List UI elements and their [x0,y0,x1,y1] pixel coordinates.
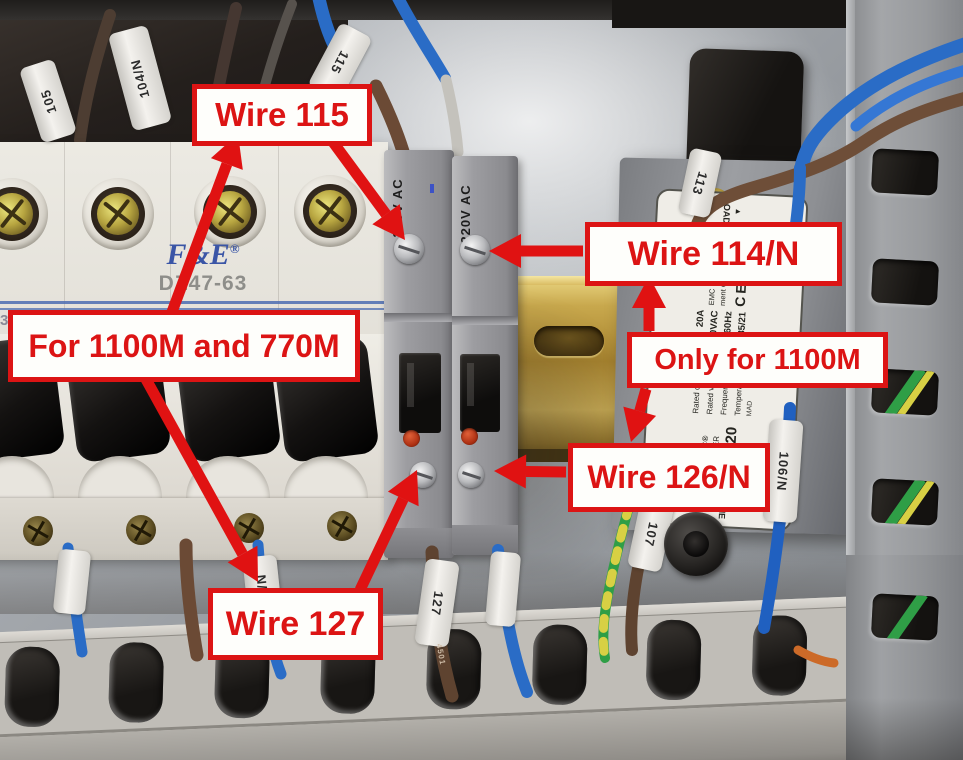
relay-top-screw [460,235,490,265]
earth-wire-green [886,593,928,641]
terminal-screw-icon [97,193,139,235]
vent-slot-icon [870,478,940,526]
duct-finger-slot [645,619,702,701]
breaker-terminal-screw [82,178,154,250]
annotation-wire-127: Wire 127 [208,588,383,660]
toggle-pivot [0,456,54,498]
breaker-terminal-screw [0,178,48,250]
breaker-stripe [0,301,388,304]
load-arrow-icon: ▲ [733,207,743,216]
breaker-bottom-screw [126,515,156,545]
breaker-model: DZ47-63 [158,272,248,295]
breaker-pole-number: 3 [0,312,9,329]
toggle-pivot [284,456,368,498]
wire-marker-blank [52,548,92,616]
wire-marker-blank [484,550,522,628]
relay-bottom-screw [458,462,484,488]
mounting-knob [664,512,728,576]
vent-slot-icon [870,258,940,306]
relay-module-2: 220V AC [452,156,518,555]
toggle-pivot [78,456,162,498]
duct-finger-slot [751,614,808,697]
filter-mount-shadow [612,0,862,28]
toggle-pivot [186,456,270,498]
indicator-tick [430,184,434,193]
annotation-wire-115: Wire 115 [192,84,372,146]
breaker-terminal-screw [294,175,366,247]
annotation-wire-114n: Wire 114/N [585,222,842,286]
terminal-screw-icon [209,191,251,233]
breaker-bottom-screw [23,516,53,546]
breaker-bottom-screw [234,513,264,543]
breaker-brand: F&E® [166,238,240,271]
relay-top-screw [394,234,424,264]
duct-finger-slot [108,641,165,724]
relay-module-1: 220V AC [384,150,454,558]
vent-slot-icon [870,148,940,196]
relay-bottom-screw [410,462,436,488]
relay-fuse-window [399,353,441,433]
relay-led-indicator [461,428,478,445]
cabinet-side-wall-lower [846,555,963,760]
annotation-only-1100m: Only for 1100M [627,332,888,388]
terminal-screw-icon [309,190,351,232]
breaker-bottom-terminals [0,498,388,560]
din-rail-slot [534,326,604,356]
breaker-bottom-screw [327,511,357,541]
annotation-for-models: For 1100M and 770M [8,310,360,382]
relay-led-indicator [403,430,420,447]
relay-fuse-window [460,354,500,432]
annotation-wire-126n: Wire 126/N [568,443,770,512]
duct-finger-slot [531,623,588,706]
duct-finger-slot [4,646,61,728]
terminal-screw-icon [0,193,33,235]
vent-slot-icon [870,593,940,641]
